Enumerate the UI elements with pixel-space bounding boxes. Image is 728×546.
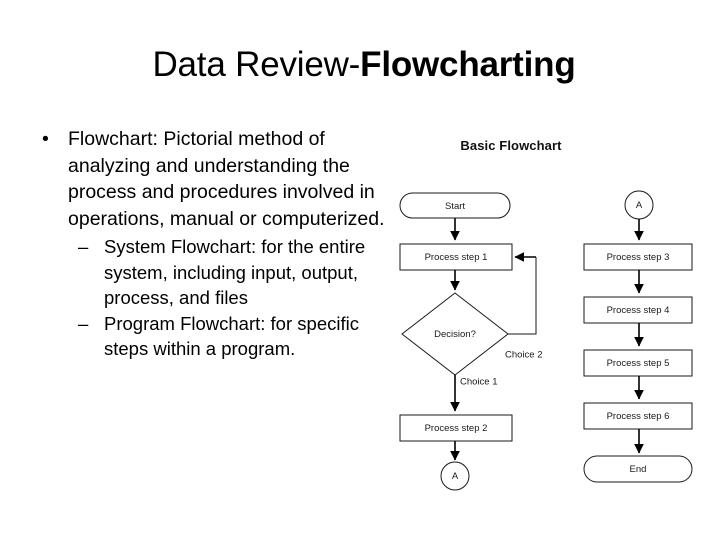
flow-node-process-step-4: Process step 4 <box>583 296 693 324</box>
flow-node-process-step-3: Process step 3 <box>583 243 693 271</box>
flowchart-diagram: Basic Flowchart Start Process step 1 Dec… <box>386 126 720 516</box>
flow-node-decision-label: Decision? <box>434 329 476 340</box>
list-item-text: System Flowchart: for the entire system,… <box>104 236 366 308</box>
flow-node-process-step-2-label: Process step 2 <box>425 423 488 434</box>
flow-node-process-step-5-label: Process step 5 <box>607 358 670 369</box>
flow-node-decision: Decision? <box>401 292 509 376</box>
flow-node-process-step-4-label: Process step 4 <box>607 305 670 316</box>
flow-node-end: End <box>583 455 693 483</box>
dash-marker-icon: – <box>78 312 89 334</box>
flow-node-process-step-5: Process step 5 <box>583 349 693 377</box>
flow-node-end-label: End <box>630 464 647 475</box>
flow-node-process-step-6-label: Process step 6 <box>607 411 670 422</box>
flowchart-heading: Basic Flowchart <box>460 138 562 153</box>
bullet-marker-icon: • <box>42 128 49 150</box>
flow-edge-label-choice-1: Choice 1 <box>460 377 498 388</box>
list-item-text: Flowchart: Pictorial method of analyzing… <box>68 128 385 230</box>
flow-node-process-step-1: Process step 1 <box>399 243 513 271</box>
flow-node-connector-a-bottom-label: A <box>452 471 459 482</box>
flow-node-connector-a-bottom: A <box>440 461 470 491</box>
dash-marker-icon: – <box>78 236 89 257</box>
page-title-bold-part: Flowcharting <box>360 45 576 84</box>
page-title: Data Review-Flowcharting <box>0 44 728 86</box>
flow-node-process-step-1-label: Process step 1 <box>425 252 488 263</box>
flow-edge-choice-2-path <box>508 257 537 335</box>
flowchart-canvas: Start Process step 1 Decision? Choice 2 … <box>399 190 693 491</box>
list-item: • Flowchart: Pictorial method of analyzi… <box>34 126 386 232</box>
bullet-list: • Flowchart: Pictorial method of analyzi… <box>34 126 386 362</box>
flow-node-connector-a-top: A <box>624 190 654 220</box>
list-item-text: Program Flowchart: for specific steps wi… <box>104 312 359 360</box>
flow-node-start-label: Start <box>445 201 465 212</box>
flow-node-start: Start <box>399 192 511 219</box>
flow-node-process-step-2: Process step 2 <box>399 414 513 442</box>
flow-node-process-step-6: Process step 6 <box>583 402 693 430</box>
flow-node-process-step-3-label: Process step 3 <box>607 252 670 263</box>
list-item: – System Flowchart: for the entire syste… <box>34 234 386 311</box>
flow-node-connector-a-top-label: A <box>636 200 643 211</box>
flow-edge-label-choice-2: Choice 2 <box>505 350 543 361</box>
list-item: – Program Flowchart: for specific steps … <box>34 311 386 362</box>
page-title-regular-part: Data Review- <box>152 45 361 84</box>
